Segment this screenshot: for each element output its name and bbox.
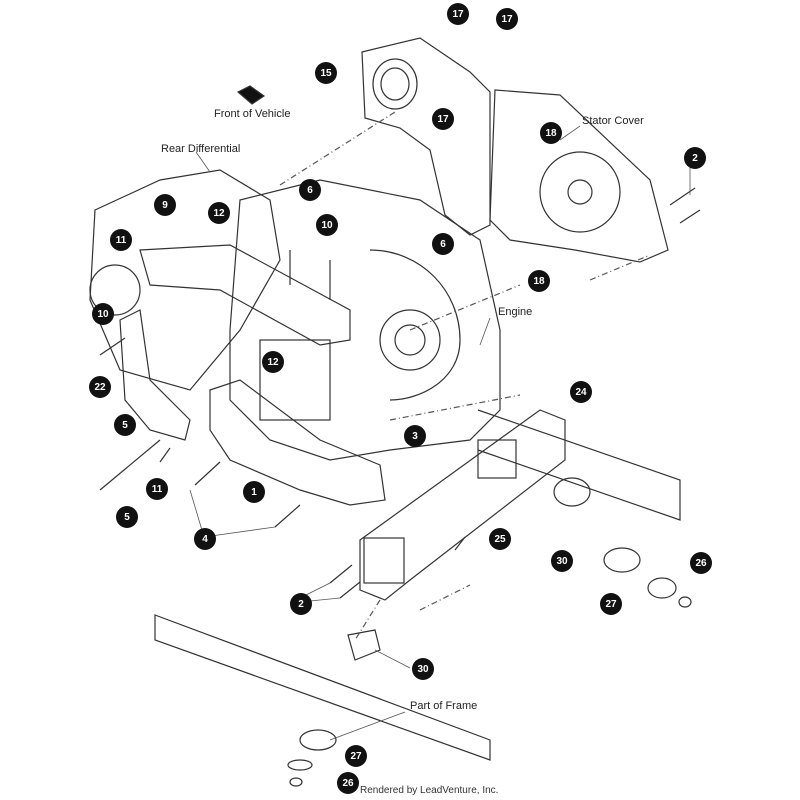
engine-body	[229, 179, 501, 461]
callout-17c[interactable]: 17	[432, 108, 454, 130]
callout-6a[interactable]: 6	[299, 179, 321, 201]
frame-rail-rear	[477, 409, 681, 521]
callout-4[interactable]: 4	[194, 528, 216, 550]
callout-22[interactable]: 22	[89, 376, 111, 398]
front-arrow-icon	[236, 85, 266, 105]
callout-17b[interactable]: 17	[496, 8, 518, 30]
callout-3[interactable]: 3	[404, 425, 426, 447]
label-part-of-frame: Part of Frame	[410, 700, 478, 712]
label-engine: Engine	[498, 306, 533, 318]
callout-5b[interactable]: 5	[116, 506, 138, 528]
upper-bracket	[139, 244, 351, 346]
callout-30b[interactable]: 30	[412, 658, 434, 680]
callout-25[interactable]: 25	[489, 528, 511, 550]
callout-27a[interactable]: 27	[600, 593, 622, 615]
callout-2b[interactable]: 2	[290, 593, 312, 615]
label-rear-differential: Rear Differential	[161, 143, 241, 155]
callout-26a[interactable]: 26	[690, 552, 712, 574]
lower-engine-bracket	[209, 379, 386, 506]
label-stator-cover: Stator Cover	[582, 115, 644, 127]
rear-differential	[89, 169, 281, 391]
callout-1[interactable]: 1	[243, 481, 265, 503]
callout-5a[interactable]: 5	[114, 414, 136, 436]
callout-30a[interactable]: 30	[551, 550, 573, 572]
cross-member	[359, 409, 566, 601]
label-front-of-vehicle: Front of Vehicle	[214, 108, 291, 120]
callout-6b[interactable]: 6	[432, 233, 454, 255]
callout-9[interactable]: 9	[154, 194, 176, 216]
callout-26b[interactable]: 26	[337, 772, 359, 794]
callout-24[interactable]: 24	[570, 381, 592, 403]
callout-18b[interactable]: 18	[528, 270, 550, 292]
callout-10a[interactable]: 10	[316, 214, 338, 236]
callout-17a[interactable]: 17	[447, 3, 469, 25]
frame-rail-part	[154, 614, 491, 761]
render-credit: Rendered by LeadVenture, Inc.	[360, 785, 499, 796]
stator-plate	[361, 37, 491, 236]
callout-2a[interactable]: 2	[684, 147, 706, 169]
callout-12a[interactable]: 12	[208, 202, 230, 224]
callout-15[interactable]: 15	[315, 62, 337, 84]
callout-12b[interactable]: 12	[262, 351, 284, 373]
callout-11b[interactable]: 11	[146, 478, 168, 500]
callout-18a[interactable]: 18	[540, 122, 562, 144]
stator-cover	[489, 89, 669, 263]
callout-10b[interactable]: 10	[92, 303, 114, 325]
side-bracket	[119, 309, 191, 441]
callout-11a[interactable]: 11	[110, 229, 132, 251]
callout-27b[interactable]: 27	[345, 745, 367, 767]
